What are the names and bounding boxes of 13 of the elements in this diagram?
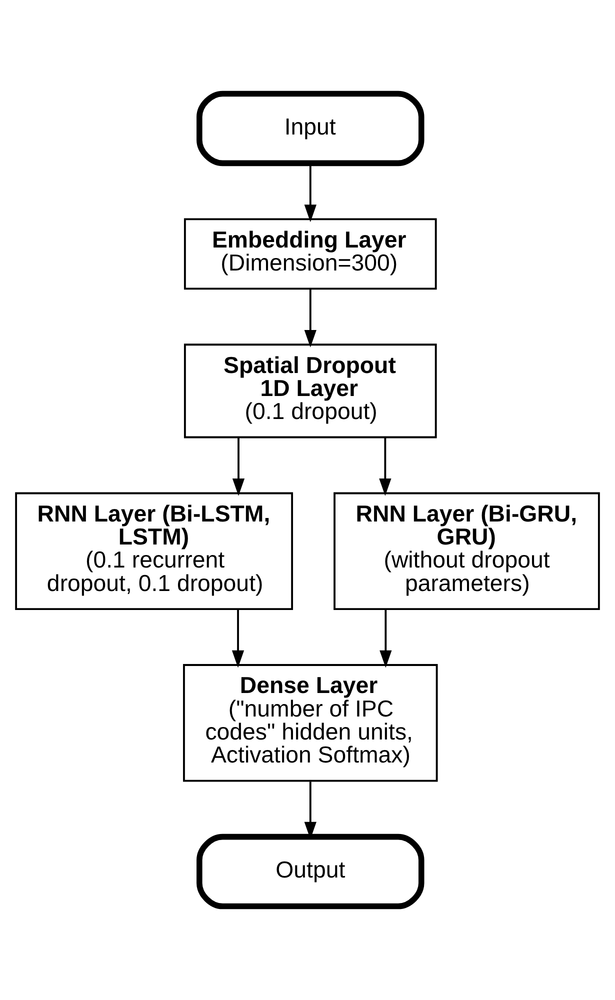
- arrow: [379, 437, 392, 496]
- node-box: RNN Layer (Bi-GRU, GRU) (without dropout parameters): [334, 492, 600, 610]
- node-box: Dense Layer ("number of IPC codes" hidden units, Activation Softmax): [183, 664, 438, 782]
- arrow: [232, 609, 244, 668]
- node-box: Embedding Layer (Dimension=300): [184, 218, 437, 290]
- arrow: [304, 289, 316, 348]
- node-box: Spatial Dropout 1D Layer (0.1 dropout): [184, 344, 437, 438]
- node-box: Input: [196, 90, 424, 166]
- node-box: RNN Layer (Bi-LSTM, LSTM) (0.1 recurrent dropout, 0.1 dropout): [15, 492, 294, 610]
- arrow: [380, 609, 392, 668]
- node-box: Output: [196, 834, 424, 910]
- arrow: [304, 163, 316, 222]
- arrow: [232, 437, 245, 496]
